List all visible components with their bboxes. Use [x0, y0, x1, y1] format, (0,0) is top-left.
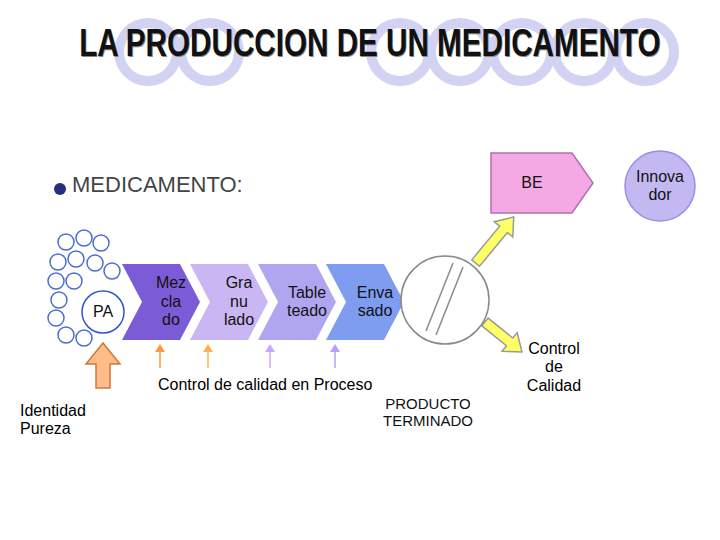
- quality-arrow: [482, 318, 522, 352]
- molecule-circle: [58, 234, 74, 250]
- molecule-circle: [76, 330, 92, 346]
- molecule-circle: [104, 263, 120, 279]
- product-arrow: [472, 217, 514, 266]
- check-arrow: [334, 350, 336, 368]
- molecule-circle: [76, 230, 92, 246]
- process-chevron: Gra nu lado: [190, 264, 268, 340]
- finished-product-tablet: PRODUCTO TERMINADO: [400, 255, 490, 345]
- tablet-shape: [401, 256, 489, 344]
- molecule-circle: [50, 254, 66, 270]
- chevron-shape: [122, 264, 200, 340]
- chevron-shape: [190, 264, 268, 340]
- circle-shape: [625, 151, 695, 221]
- node-text: PA: [81, 303, 125, 321]
- chevron-shape: [326, 264, 404, 340]
- check-arrow: [159, 350, 161, 368]
- molecule-circle: [93, 235, 109, 251]
- bullet-dot: [54, 183, 66, 195]
- node-text: Table teado: [283, 284, 331, 321]
- quality-note: Control de Calidad: [518, 340, 590, 395]
- diagram-title: LA PRODUCCION DE UN MEDICAMENTO: [79, 22, 641, 65]
- bioequivalence-box: BE: [490, 152, 594, 214]
- check-arrow-head: [155, 344, 165, 352]
- circle-shape: [82, 291, 124, 333]
- check-arrow-head: [265, 344, 275, 352]
- check-arrow-head: [330, 344, 340, 352]
- orange-up-arrow: [86, 343, 120, 388]
- node-text: BE: [480, 174, 584, 192]
- process-note: Control de calidad en Proceso: [158, 376, 388, 394]
- tablet-score: [426, 263, 453, 331]
- node-text: Gra nu lado: [221, 274, 257, 329]
- node-text: Mez cla do: [153, 274, 189, 329]
- process-check-arrows: [155, 344, 340, 368]
- process-chevron: Table teado: [258, 264, 336, 340]
- chevron-shape: [258, 264, 336, 340]
- innovator-circle: Innova dor: [624, 150, 696, 222]
- molecule-circle: [66, 273, 82, 289]
- molecule-circle: [48, 310, 64, 326]
- molecule-circle: [51, 292, 67, 308]
- check-note: Identidad Pureza: [20, 402, 102, 439]
- section-heading: MEDICAMENTO:: [72, 172, 272, 197]
- node-text: PRODUCTO TERMINADO: [368, 395, 488, 430]
- process-chevron: Enva sado: [326, 264, 404, 340]
- finished-product-tablet-outline: [400, 255, 490, 345]
- process-chevron: Mez cla do: [122, 264, 200, 340]
- molecule-circle: [58, 327, 74, 343]
- node-text: Enva sado: [353, 284, 397, 321]
- check-arrow: [207, 350, 209, 368]
- active-ingredient-circle: PA: [81, 290, 125, 334]
- tablet-score: [436, 267, 463, 335]
- molecule-circle: [48, 273, 64, 289]
- check-arrow-head: [203, 344, 213, 352]
- molecule-circle: [68, 251, 84, 267]
- check-arrow: [269, 350, 271, 368]
- molecule-circle: [87, 255, 103, 271]
- node-text: Innova dor: [630, 168, 690, 205]
